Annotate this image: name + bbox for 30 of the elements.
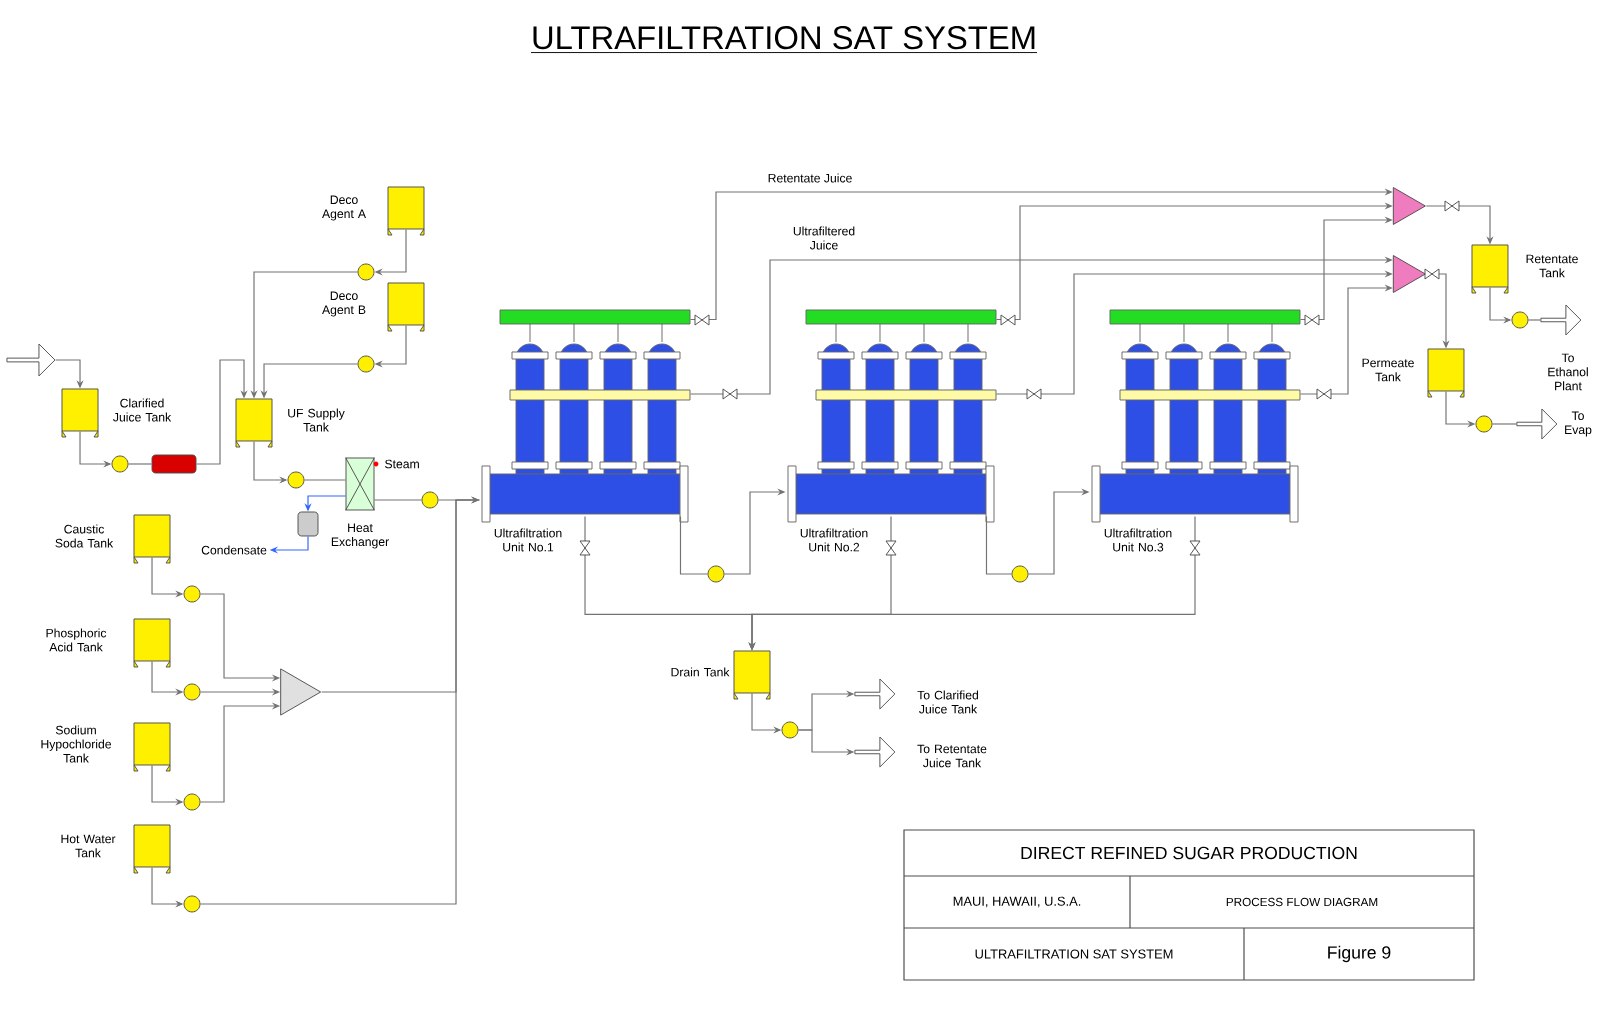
pump-symbol	[183, 895, 201, 913]
pump-symbol	[1511, 311, 1529, 329]
pump-symbol	[357, 263, 375, 281]
pump-symbol	[1475, 415, 1493, 433]
pump-symbol	[183, 585, 201, 603]
filter-symbol	[151, 454, 197, 474]
off-page-connector	[6, 343, 56, 377]
pump-symbol	[781, 721, 799, 739]
pipe-line	[1491, 423, 1517, 425]
table-cell: DIRECT REFINED SUGAR PRODUCTION	[1021, 846, 1357, 860]
pipe-line	[1527, 319, 1541, 321]
pipe-line	[303, 479, 347, 481]
pump-symbol	[111, 455, 129, 473]
pipe-line	[437, 499, 481, 501]
pump-symbol	[357, 355, 375, 373]
pump-symbol	[183, 683, 201, 701]
pump-symbol	[183, 793, 201, 811]
mixer-symbol	[1392, 187, 1426, 225]
mixer-symbol	[280, 668, 322, 716]
table-cell: Figure 9	[1328, 945, 1391, 963]
mixer-symbol	[1392, 255, 1426, 293]
pipe-line	[373, 499, 423, 501]
pump-symbol	[1011, 565, 1029, 583]
pipe-line	[127, 463, 153, 465]
steam-trap-symbol	[297, 511, 319, 537]
pump-symbol	[287, 471, 305, 489]
pump-symbol	[421, 491, 439, 509]
title: ULTRAFILTRATION SAT SYSTEM	[530, 26, 1038, 53]
pipe-line	[195, 359, 248, 465]
pump-symbol	[707, 565, 725, 583]
